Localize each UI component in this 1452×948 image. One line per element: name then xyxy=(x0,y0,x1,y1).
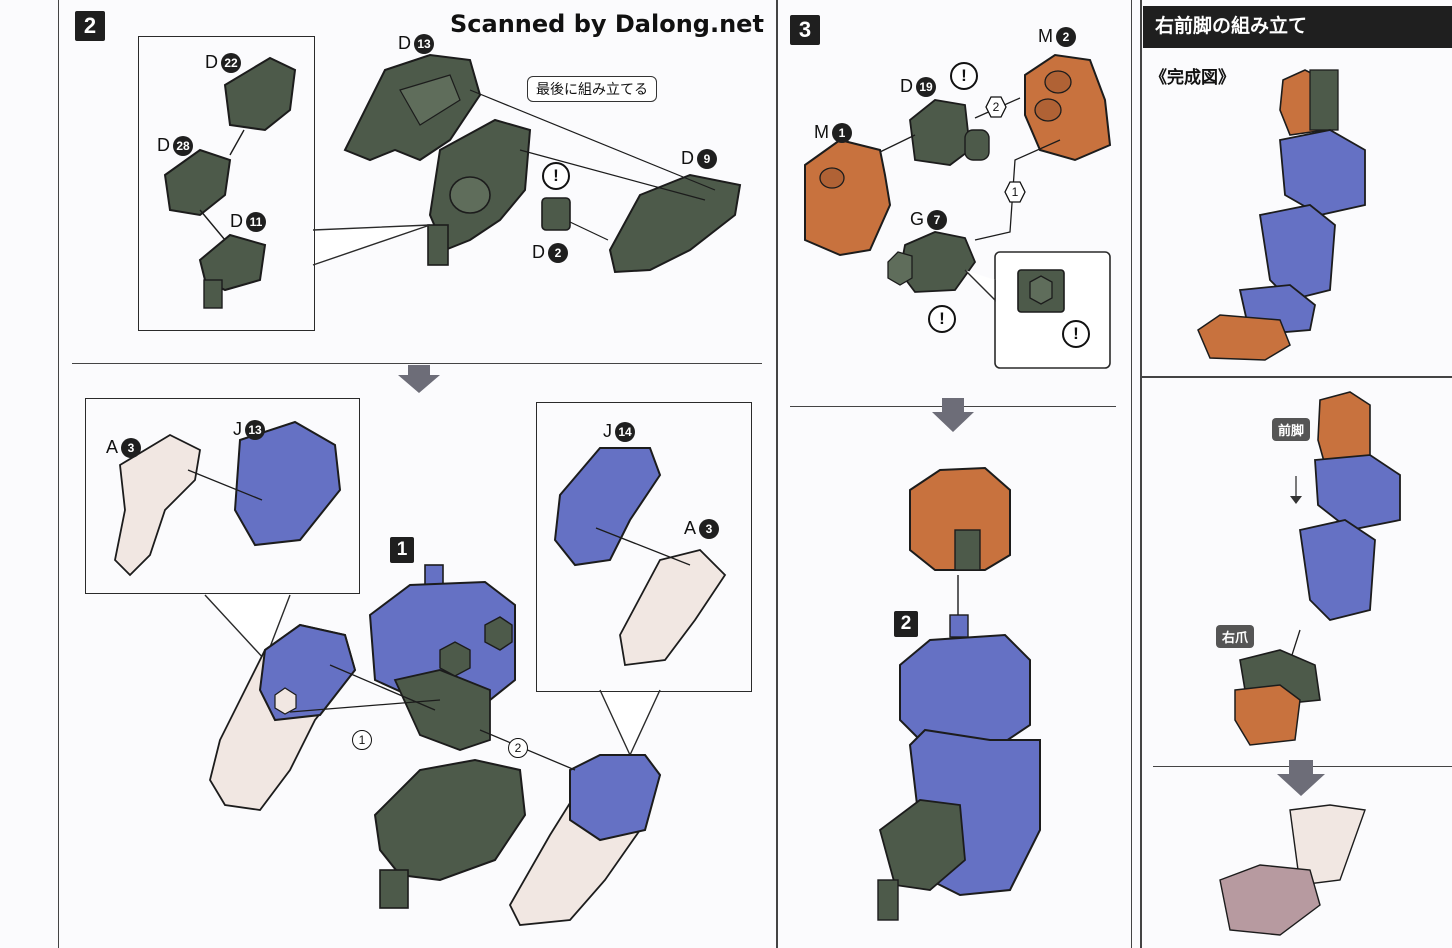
sidebar-left-border xyxy=(1140,0,1142,948)
tag-front-leg: 前脚 xyxy=(1272,418,1311,441)
label-letter: D xyxy=(398,33,412,53)
label-letter: M xyxy=(814,122,830,142)
hex-order-text: 2 xyxy=(992,100,1000,114)
sidebar-title: 右前脚の組み立て xyxy=(1143,6,1452,48)
warning-icon-inset: ! xyxy=(1062,320,1090,348)
step2-top-inset-frame xyxy=(138,36,315,331)
sidebar-exploded-leg xyxy=(1234,391,1401,746)
label-number: 13 xyxy=(245,420,265,441)
assembly-lower-green xyxy=(373,758,527,909)
assembly-step3 xyxy=(877,466,1041,921)
label-number: 2 xyxy=(1056,27,1076,48)
assembly-main-body xyxy=(368,564,516,751)
hex-shape-icon xyxy=(985,96,1007,118)
label-letter: A xyxy=(684,518,698,538)
step-3-badge: 3 xyxy=(790,15,820,45)
hex-order-mark-1: 1 xyxy=(1004,181,1026,203)
label-number: 11 xyxy=(246,212,266,233)
label-letter: D xyxy=(532,242,546,262)
watermark-text: Scanned by Dalong.net xyxy=(450,10,764,38)
warning-icon-g7: ! xyxy=(928,305,956,333)
assembly-left-plate xyxy=(209,623,357,811)
label-number: 3 xyxy=(699,519,720,540)
inset-d22-d28-d11 xyxy=(163,56,297,309)
inset-j14-a3 xyxy=(553,447,727,667)
step3-right-border xyxy=(1131,0,1132,948)
label-letter: D xyxy=(205,52,219,72)
label-number: 22 xyxy=(221,53,241,74)
order-mark-2: 2 xyxy=(508,738,528,758)
label-letter: G xyxy=(910,209,926,229)
part-main-leg-green xyxy=(427,118,532,266)
part-m2 xyxy=(1024,53,1112,162)
step2-lower-right-inset-frame xyxy=(536,402,752,692)
sidebar-down-arrow-2 xyxy=(1277,760,1325,796)
label-number: 1 xyxy=(832,123,852,144)
hex-order-text: 1 xyxy=(1011,185,1019,199)
label-number: 7 xyxy=(927,210,948,231)
warning-icon-d19: ! xyxy=(950,62,978,90)
label-letter: J xyxy=(233,419,243,439)
sidebar-completed-leg xyxy=(1197,69,1366,361)
sub-badge-2: 2 xyxy=(894,611,918,637)
label-letter: D xyxy=(900,76,914,96)
order-mark-1: 1 xyxy=(352,730,372,750)
hex-order-mark-2: 2 xyxy=(985,96,1007,118)
part-d13-arm xyxy=(343,53,482,162)
label-number: 2 xyxy=(548,243,568,264)
left-page-edge xyxy=(58,0,59,948)
step3-down-arrow xyxy=(932,398,974,432)
sub-badge-1: 1 xyxy=(390,537,414,563)
tag-right-claw: 右爪 xyxy=(1216,625,1255,648)
label-number: 9 xyxy=(697,149,717,170)
part-d9-claw xyxy=(608,173,742,274)
warning-icon-d2: ! xyxy=(542,162,570,190)
part-m1 xyxy=(804,138,892,257)
inset-a3-j13 xyxy=(114,420,342,577)
label-letter: D xyxy=(681,148,695,168)
assembly-right-plate xyxy=(508,754,662,926)
label-number: 3 xyxy=(121,438,142,459)
part-d2-pin xyxy=(541,197,609,241)
label-number: 19 xyxy=(916,77,936,98)
step-2-badge: 2 xyxy=(75,11,105,41)
step2-down-arrow xyxy=(398,365,440,393)
sidebar-down-arrow-1 xyxy=(1290,476,1302,504)
label-letter: D xyxy=(157,135,171,155)
label-letter: D xyxy=(230,211,244,231)
label-number: 14 xyxy=(615,422,635,443)
sidebar-bottom-fragment xyxy=(1219,804,1366,936)
part-d19 xyxy=(909,99,990,166)
sidebar-divider-1 xyxy=(1142,376,1452,378)
part-g7 xyxy=(887,231,977,293)
sidebar-completed-heading: 《完成図》 xyxy=(1150,68,1235,87)
label-number: 13 xyxy=(414,34,434,55)
label-letter: M xyxy=(1038,26,1054,46)
label-letter: A xyxy=(106,437,120,457)
label-letter: J xyxy=(603,421,613,441)
step2-horizontal-divider xyxy=(72,363,762,364)
step2-step3-separator xyxy=(776,0,778,948)
step2-lower-left-inset-frame xyxy=(85,398,360,594)
label-number: 28 xyxy=(173,136,193,157)
hex-shape-icon xyxy=(1004,181,1026,203)
assemble-last-callout: 最後に組み立てる xyxy=(527,76,657,102)
